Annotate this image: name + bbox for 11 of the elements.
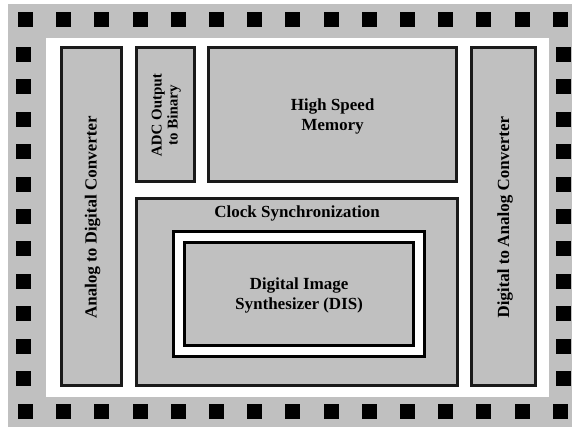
chip-block xyxy=(60,46,123,387)
chip-block xyxy=(207,46,458,183)
chip-block xyxy=(135,46,196,183)
block-label: High Speed Memory xyxy=(290,94,376,134)
block-label: ADC Output to Binary xyxy=(150,72,182,158)
block-label: Analog to Digital Converter xyxy=(82,115,102,318)
block-label: Clock Synchronization xyxy=(214,202,380,222)
block-label: Digital to Analog Converter xyxy=(494,116,514,318)
chip-block xyxy=(470,46,537,387)
chip-block xyxy=(135,197,459,387)
block-label: Digital Image Synthesizer (DIS) xyxy=(234,274,364,314)
